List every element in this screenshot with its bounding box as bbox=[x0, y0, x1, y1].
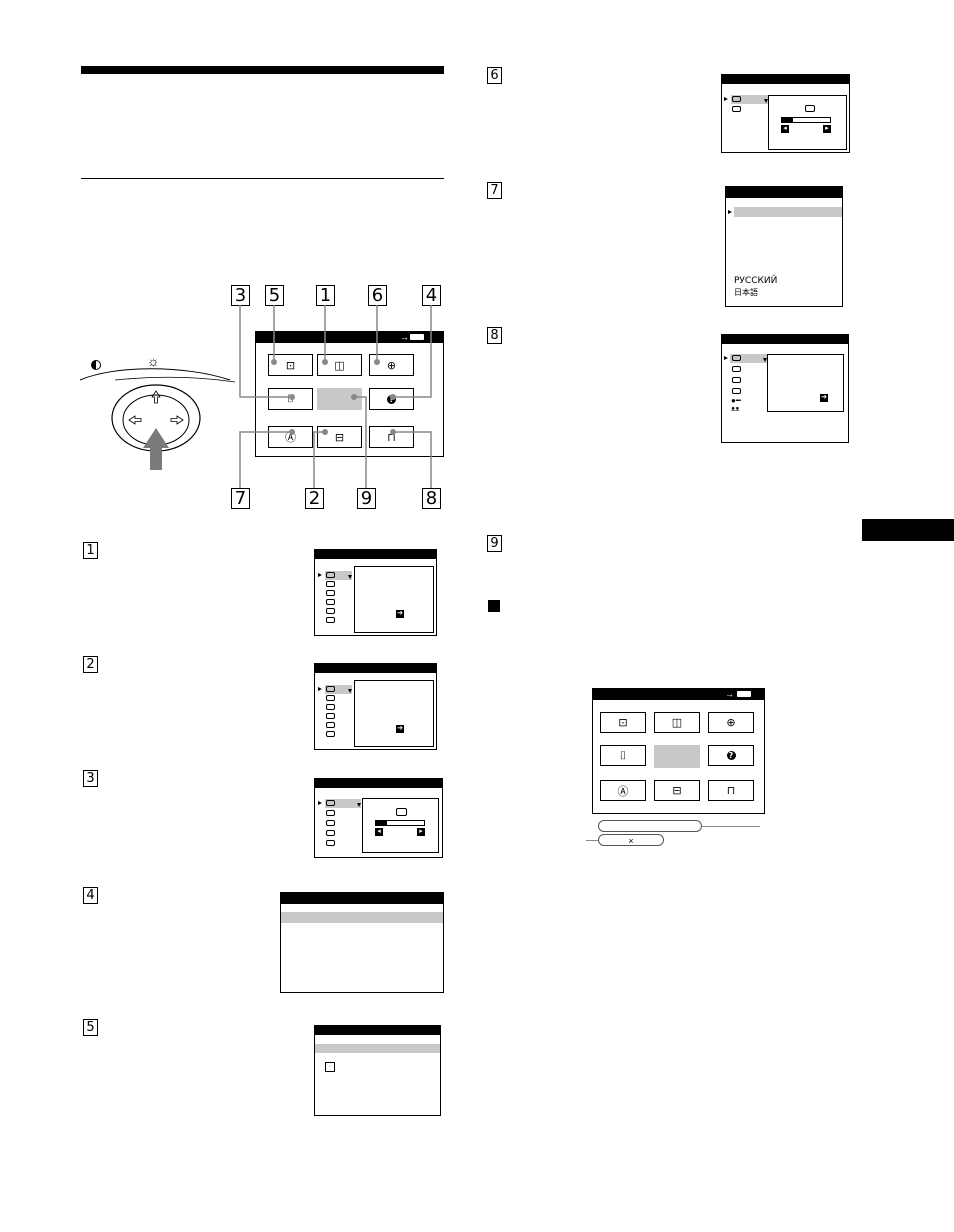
callout-2: 2 bbox=[305, 488, 324, 509]
focus-icon: · bbox=[325, 1062, 335, 1072]
section-bullet bbox=[488, 600, 500, 612]
exit-box-2 bbox=[737, 691, 751, 697]
section-3-screen: ◂ ▸ bbox=[314, 778, 443, 858]
reset-confirm-pill[interactable] bbox=[598, 820, 702, 832]
section-9-marker: 9 bbox=[487, 535, 502, 552]
section-8-marker: 8 bbox=[487, 327, 502, 344]
tile-6[interactable]: ⊕ bbox=[369, 354, 414, 376]
side-tab bbox=[862, 519, 954, 541]
reset-tile-9[interactable]: ⊓ bbox=[708, 780, 754, 801]
section-4-marker: 4 bbox=[83, 887, 98, 904]
reset-confirm-leader bbox=[702, 826, 760, 827]
section-7-screen: РУССКИЙ 日本語 bbox=[725, 186, 843, 307]
section-1-marker: 1 bbox=[83, 542, 98, 559]
exit-box bbox=[410, 334, 424, 340]
section-5-screen: · bbox=[314, 1025, 441, 1116]
sun-icon: ☼ bbox=[147, 353, 160, 369]
language-russian[interactable]: РУССКИЙ bbox=[734, 276, 778, 286]
key-icon: ●━ bbox=[731, 396, 741, 405]
reset-tile-8[interactable]: ⊟ bbox=[654, 780, 700, 801]
header-rule bbox=[81, 178, 444, 179]
callout-9: 9 bbox=[357, 488, 376, 509]
help-icon-2: ? bbox=[726, 751, 736, 760]
contrast-icon bbox=[91, 360, 101, 370]
reset-tile-6[interactable]: ? bbox=[708, 745, 754, 766]
reset-cancel-leader bbox=[586, 840, 598, 841]
section-7-marker: 7 bbox=[487, 182, 502, 199]
callout-3: 3 bbox=[231, 285, 250, 306]
tile-9[interactable] bbox=[317, 388, 362, 410]
reset-tile-4[interactable]: ⌷ bbox=[600, 745, 646, 766]
reset-tile-1[interactable]: ⊡ bbox=[600, 712, 646, 733]
exit-arrow-icon: → bbox=[400, 332, 409, 342]
reset-tile-3[interactable]: ⊕ bbox=[708, 712, 754, 733]
adjust-slider[interactable] bbox=[375, 820, 425, 826]
exit-arrow-icon-2: → bbox=[725, 689, 734, 699]
callout-7: 7 bbox=[231, 488, 250, 509]
reset-tile-2[interactable]: ◫ bbox=[654, 712, 700, 733]
tile-5[interactable]: ⊡ bbox=[268, 354, 313, 376]
section-3-marker: 3 bbox=[83, 770, 98, 787]
reset-tile-5[interactable] bbox=[654, 745, 700, 768]
callout-8: 8 bbox=[422, 488, 441, 509]
section-8-screen: ●━ ᴥᴥ ➔ bbox=[721, 334, 849, 443]
reset-tile-7[interactable]: Ⓐ bbox=[600, 780, 646, 801]
reset-cancel-pill[interactable]: × bbox=[598, 834, 664, 846]
control-pad-diagram bbox=[79, 368, 236, 470]
reset-menu-screen: → ⊡ ◫ ⊕ ⌷ ? Ⓐ ⊟ ⊓ bbox=[592, 688, 765, 814]
section-2-screen: ➔ bbox=[314, 663, 437, 750]
language-japanese[interactable]: 日本語 bbox=[734, 288, 758, 297]
tile-2[interactable]: ⊟ bbox=[317, 426, 362, 448]
section-5-marker: 5 bbox=[83, 1019, 98, 1036]
adjust-slider-6[interactable] bbox=[781, 117, 831, 123]
section-2-marker: 2 bbox=[83, 656, 98, 673]
header-bar bbox=[81, 66, 444, 74]
main-menu-screen: → ⊡ ◫ ⊕ ⌷ ? Ⓐ ⊟ ⊓ bbox=[255, 331, 444, 457]
callout-leaders bbox=[239, 305, 432, 488]
section-1-screen: ➔ bbox=[314, 549, 437, 636]
section-4-screen bbox=[280, 892, 444, 993]
section-6-marker: 6 bbox=[487, 67, 502, 84]
people-icon: ᴥᴥ bbox=[731, 406, 740, 413]
section-6-screen: ◂ ▸ bbox=[721, 74, 850, 153]
tile-1[interactable]: ◫ bbox=[317, 354, 362, 376]
